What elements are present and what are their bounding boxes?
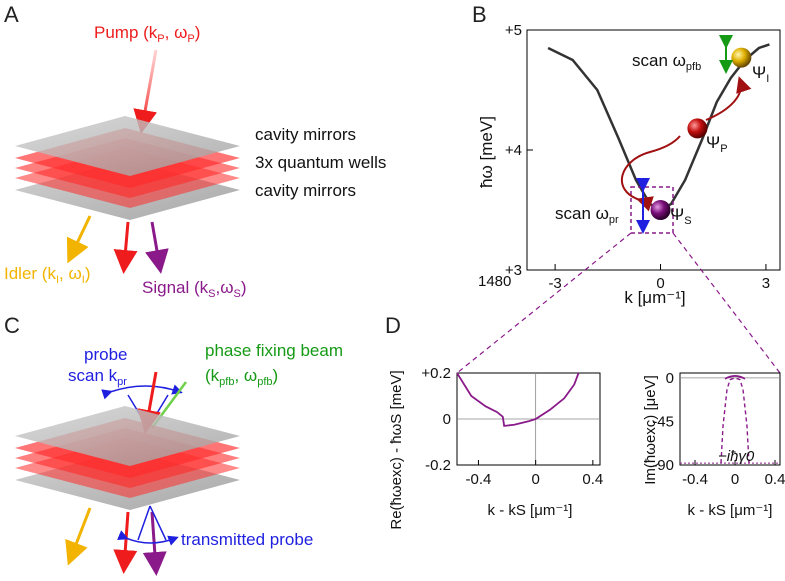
panel-d: D -0.4 0 0.4 +0.2 0 -0.2 Re(ħωexc) - ħωS [meV… (385, 313, 785, 530)
plot-d-left-ytick-label: -0.2 (425, 457, 451, 474)
plot-d-left-xtick-label: -0.4 (466, 471, 492, 488)
pump-out-arrow-c (113, 511, 138, 574)
im-omega-curve (720, 377, 750, 464)
plot-b-ytick-label: +5 (505, 22, 522, 39)
plot-b-xlabel: k [μm⁻¹] (624, 288, 685, 307)
plot-d-right-ytick-label: 0 (666, 370, 674, 387)
polariton-state-i (731, 47, 752, 68)
signal-arrow (145, 221, 169, 274)
plot-d-left-xtick-label: 0.4 (582, 471, 603, 488)
plot-d-right-xtick-label: 0 (731, 471, 739, 488)
layer-label-top: cavity mirrors (255, 125, 356, 144)
psi-i-label: ΨI (752, 63, 769, 85)
plot-d-right-xtick-label: -0.4 (682, 471, 708, 488)
plot-d-right-ticks: -0.4 0 0.4 0 -45 -90 (652, 370, 785, 488)
idler-arrow (66, 215, 92, 264)
idler-label: Idler (kI, ωI) (4, 264, 91, 286)
pump-label: Pump (kP, ωP) (94, 23, 200, 45)
plot-d-right-ytick-label: -90 (652, 457, 674, 474)
probe-label: probe (84, 345, 127, 364)
plot-b-points (650, 47, 752, 220)
scan-kpr-label: scan kpr (68, 366, 127, 388)
plot-b-corner-label: 1480 (478, 273, 511, 290)
transmitted-pump-arrow (113, 221, 138, 274)
idler-arrow-c (65, 507, 92, 566)
pfb-label: phase fixing beam (205, 341, 343, 360)
pump-to-signal-arrow (620, 135, 681, 212)
panel-a-letter: A (4, 2, 19, 27)
cavity-stack-c (15, 406, 240, 510)
plot-b-xtick-label: -3 (548, 275, 561, 292)
layer-label-middle: 3x quantum wells (255, 153, 386, 172)
polariton-state-s (650, 200, 671, 220)
plot-d-left-ticks: -0.4 0 0.4 +0.2 0 -0.2 (421, 365, 603, 488)
im-omega-solid-curve (724, 375, 746, 380)
plot-d-right-ylabel: Im(ħωexc) [μeV] (642, 375, 659, 485)
zoom-line-right (672, 232, 781, 374)
scan-pfb-label: scan ωpfb (632, 51, 701, 73)
panel-d-letter: D (385, 313, 401, 338)
panel-a: A Pump (kP, ωP) cavity mirrors 3x quantu… (4, 2, 386, 300)
pump-beam-arrow (133, 49, 158, 134)
psi-s-label: ΨS (670, 205, 692, 227)
plot-b-xtick-label: 0 (656, 275, 664, 292)
probe-scan-arc (101, 384, 183, 400)
plot-d-left-ylabel: Re(ħωexc) - ħωS [meV] (388, 370, 405, 529)
signal-arrow-c (142, 511, 167, 576)
layer-label-bottom: cavity mirrors (255, 181, 356, 200)
plot-d-right-ytick-label: -45 (652, 413, 674, 430)
cavity-stack-a (15, 116, 240, 220)
scan-pr-label: scan ωpr (555, 204, 619, 226)
transmitted-scan-arc (117, 530, 179, 546)
plot-d-left-ytick-label: 0 (443, 411, 451, 428)
plot-d-left-xtick-label: 0 (531, 471, 539, 488)
top-mirror-c (15, 406, 240, 466)
psi-p-label: ΨP (706, 133, 728, 155)
gamma-annotation: −iħγ0 (718, 448, 755, 465)
re-omega-curve (456, 372, 580, 427)
plot-b-ytick-label: +4 (505, 142, 522, 159)
plot-d-right-xtick-label: 0.4 (765, 471, 785, 488)
plot-b-ticks: -3 0 3 +3 +4 +5 (505, 22, 770, 292)
top-mirror (15, 116, 240, 176)
plot-d-right-frame (679, 372, 781, 466)
plot-b-ylabel: ħω [meV] (477, 116, 496, 188)
plot-d-left-xlabel: k - kS [μm⁻¹] (488, 502, 573, 519)
plot-b-ytick-label: +3 (505, 262, 522, 279)
panel-c-letter: C (4, 313, 20, 338)
pfb-params-label: (kpfb, ωpfb) (205, 366, 278, 388)
pump-to-idler-arrow (705, 76, 752, 121)
panel-b: B -3 0 3 +3 +4 +5 ħω [meV] k [μm⁻¹] 1480 scan… (456, 2, 781, 374)
plot-b-xtick-label: 3 (762, 275, 770, 292)
plot-d-left-ytick-label: +0.2 (421, 365, 451, 382)
plot-d-right-xlabel: k - kS [μm⁻¹] (688, 502, 773, 519)
zoom-box (630, 186, 674, 234)
zoom-line-left (456, 232, 632, 374)
panel-c: C probe scan kpr phase fixing beam (kpfb… (4, 313, 343, 576)
polariton-state-p (687, 118, 708, 139)
transmitted-ray-left (137, 505, 151, 541)
transmitted-probe-label: transmitted probe (181, 530, 313, 549)
panel-b-letter: B (472, 2, 487, 27)
signal-label: Signal (kS,ωS) (142, 278, 247, 300)
